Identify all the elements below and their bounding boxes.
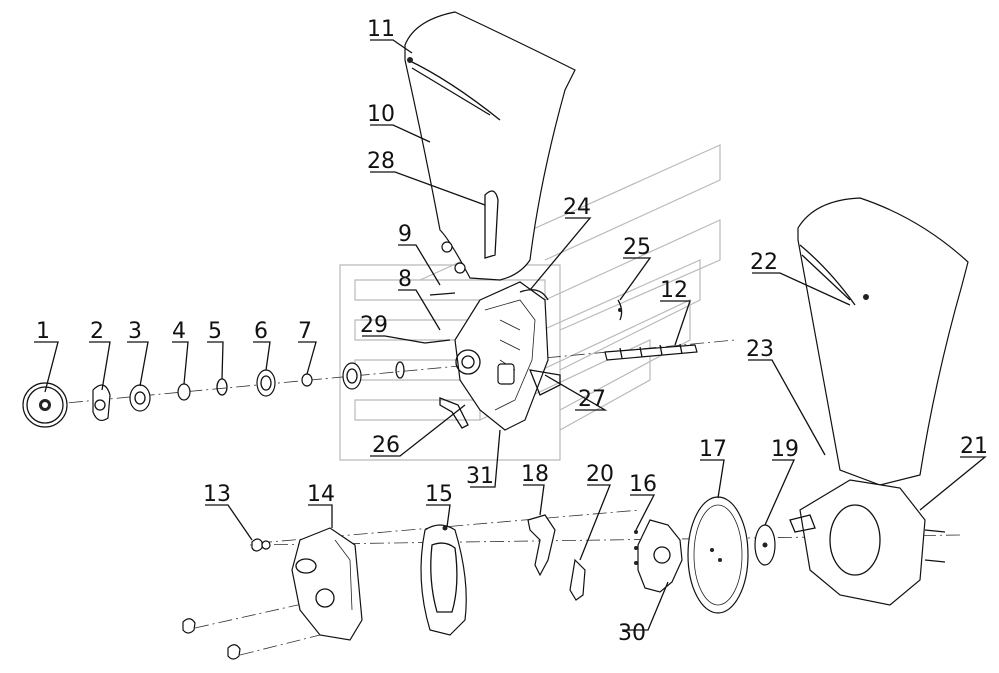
bracket-part-18: [527, 514, 556, 577]
callout-18: 18: [521, 462, 549, 487]
spacer-part-4: [177, 383, 191, 401]
bushing-part-3: [129, 384, 151, 412]
washer-part-2: [92, 384, 111, 422]
callout-labels: 1 2 3 4 5 6 7 8 9 10 11 12 13 14 15 16 1…: [36, 17, 988, 646]
small-disc-part-19: [754, 524, 776, 566]
callout-14: 14: [307, 482, 335, 507]
sprocket-part-1: [22, 382, 68, 428]
callout-31: 31: [466, 464, 494, 489]
callout-3: 3: [128, 319, 142, 344]
bearing-part-mid: [342, 362, 362, 390]
nut-part-7: [301, 373, 313, 387]
wing-nut-lower-1: [182, 618, 196, 634]
callout-8: 8: [398, 267, 412, 292]
callout-17: 17: [699, 437, 727, 462]
pins-part-8-9: [424, 292, 456, 344]
leader-lines: [34, 39, 987, 631]
bottom-fastener-axis-line: [239, 634, 321, 656]
star-disc-part-30: [637, 519, 683, 593]
fastener-axis-line: [257, 509, 641, 544]
right-hopper-assembly: [789, 197, 969, 606]
callout-25: 25: [623, 235, 651, 260]
central-housing: [439, 281, 561, 431]
callout-28: 28: [367, 149, 395, 174]
wing-nut-lower-2: [227, 644, 241, 660]
gasket-part-15: [420, 524, 467, 636]
callout-7: 7: [298, 319, 312, 344]
cover-part-14: [291, 527, 363, 641]
callout-1: 1: [36, 319, 50, 344]
ring-part-mid: [395, 361, 405, 379]
callout-27: 27: [578, 387, 606, 412]
wing-nut-part-13: [251, 538, 271, 552]
seed-disc-part-17: [687, 496, 749, 614]
callout-29: 29: [360, 313, 388, 338]
callout-6: 6: [254, 319, 268, 344]
bearing-part-6: [256, 369, 276, 397]
hopper-assembly: [404, 11, 576, 281]
callout-12: 12: [660, 278, 688, 303]
callout-26: 26: [372, 433, 400, 458]
callout-10: 10: [367, 102, 395, 127]
callout-30: 30: [618, 621, 646, 646]
callout-13: 13: [203, 482, 231, 507]
callout-4: 4: [172, 319, 186, 344]
callout-19: 19: [771, 437, 799, 462]
ring-part-5: [216, 378, 228, 396]
callout-5: 5: [208, 319, 222, 344]
callout-23: 23: [746, 337, 774, 362]
callout-2: 2: [90, 319, 104, 344]
callout-24: 24: [563, 195, 591, 220]
screws-part-16: [634, 530, 638, 565]
blade-part-20: [569, 558, 586, 601]
shaft-part: [604, 299, 698, 361]
callout-11: 11: [367, 17, 395, 42]
callout-15: 15: [425, 482, 453, 507]
callout-16: 16: [629, 472, 657, 497]
callout-21: 21: [960, 434, 988, 459]
callout-22: 22: [750, 250, 778, 275]
callout-20: 20: [586, 462, 614, 487]
disc-axis-line: [249, 534, 961, 546]
watermark-logo: [339, 144, 721, 461]
callout-9: 9: [398, 222, 412, 247]
